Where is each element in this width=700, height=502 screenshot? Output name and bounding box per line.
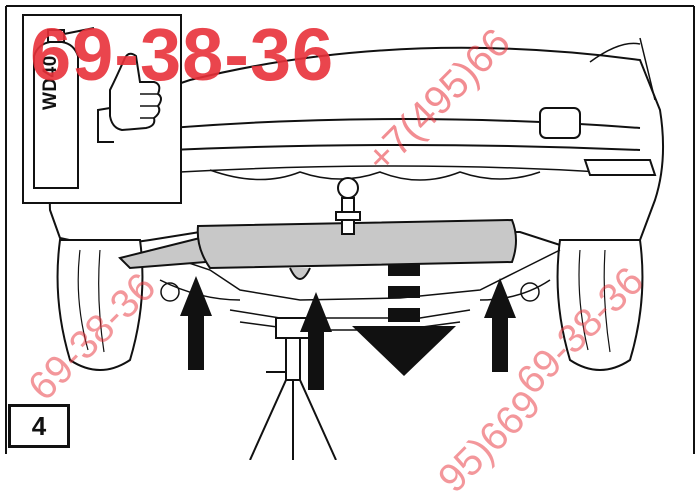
spray-can-label: WD40 xyxy=(40,55,61,110)
up-arrow-icon xyxy=(300,292,332,390)
chassis-details xyxy=(149,249,561,331)
jack-stand-icon xyxy=(249,317,337,460)
muffler xyxy=(196,218,517,280)
instruction-illustration: WD40 4 69-38-36 +7(495)66 69-38-36 69-38… xyxy=(5,5,695,501)
up-arrow-icon xyxy=(484,278,516,372)
frame-lines xyxy=(5,5,695,454)
tow-ball xyxy=(335,177,361,235)
up-arrow-icon xyxy=(180,276,212,370)
thumbs-up-hand-icon xyxy=(97,52,162,143)
step-number-badge: 4 xyxy=(8,404,70,448)
left-wheel xyxy=(56,239,144,371)
spray-can-icon xyxy=(33,27,95,189)
lubricant-inset: WD40 xyxy=(22,14,182,204)
vehicle-rear-underside-drawing xyxy=(5,5,695,460)
right-wheel xyxy=(556,239,644,371)
down-arrow-icon xyxy=(352,264,456,376)
